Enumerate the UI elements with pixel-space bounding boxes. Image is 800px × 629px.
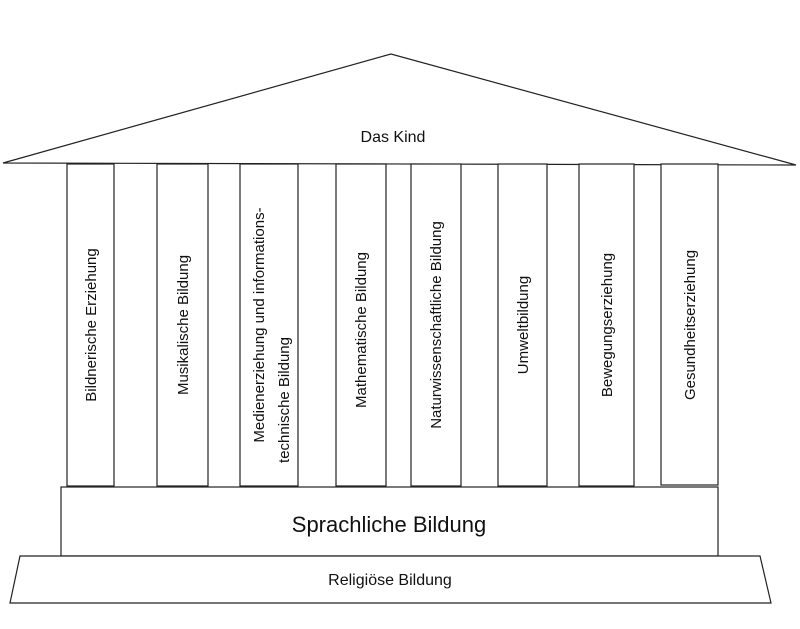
roof [2,53,797,166]
base-block [9,555,772,604]
pillar-naturwissenschaftliche-bildung: Naturwissenschaftliche Bildung [410,163,462,487]
pillar-umweltbildung: Umweltbildung [497,163,548,487]
pillar-label-gesundheitserziehung: Gesundheitserziehung [682,250,699,400]
foundation-label: Sprachliche Bildung [292,512,486,537]
base-label: Religiöse Bildung [328,572,452,589]
pillar-label-bildnerische-erziehung: Bildnerische Erziehung [83,248,100,401]
pillar-bewegungserziehung: Bewegungserziehung [578,163,635,487]
pillar-label-bewegungserziehung: Bewegungserziehung [599,253,616,397]
roof-label: Das Kind [361,129,426,146]
pillar-bildnerische-erziehung: Bildnerische Erziehung [66,163,115,487]
pillar-gesundheitserziehung: Gesundheitserziehung [660,163,719,486]
pillar-mathematische-bildung: Mathematische Bildung [335,163,387,487]
pillar-label-umweltbildung: Umweltbildung [515,276,532,374]
pillar-label-naturwissenschaftliche-bildung: Naturwissenschaftliche Bildung [428,221,445,429]
pillar-label-medienerziehung-line2: technische Bildung [276,337,293,463]
pillar-label-mathematische-bildung: Mathematische Bildung [353,252,370,408]
pillar-label-medienerziehung-line1: Medienerziehung und informations- [251,207,268,442]
pillar-label-musikalische-bildung: Musikalische Bildung [175,255,192,395]
pillar-musikalische-bildung: Musikalische Bildung [156,163,209,487]
pillar-medienerziehung: Medienerziehung und informations- techni… [239,163,299,487]
